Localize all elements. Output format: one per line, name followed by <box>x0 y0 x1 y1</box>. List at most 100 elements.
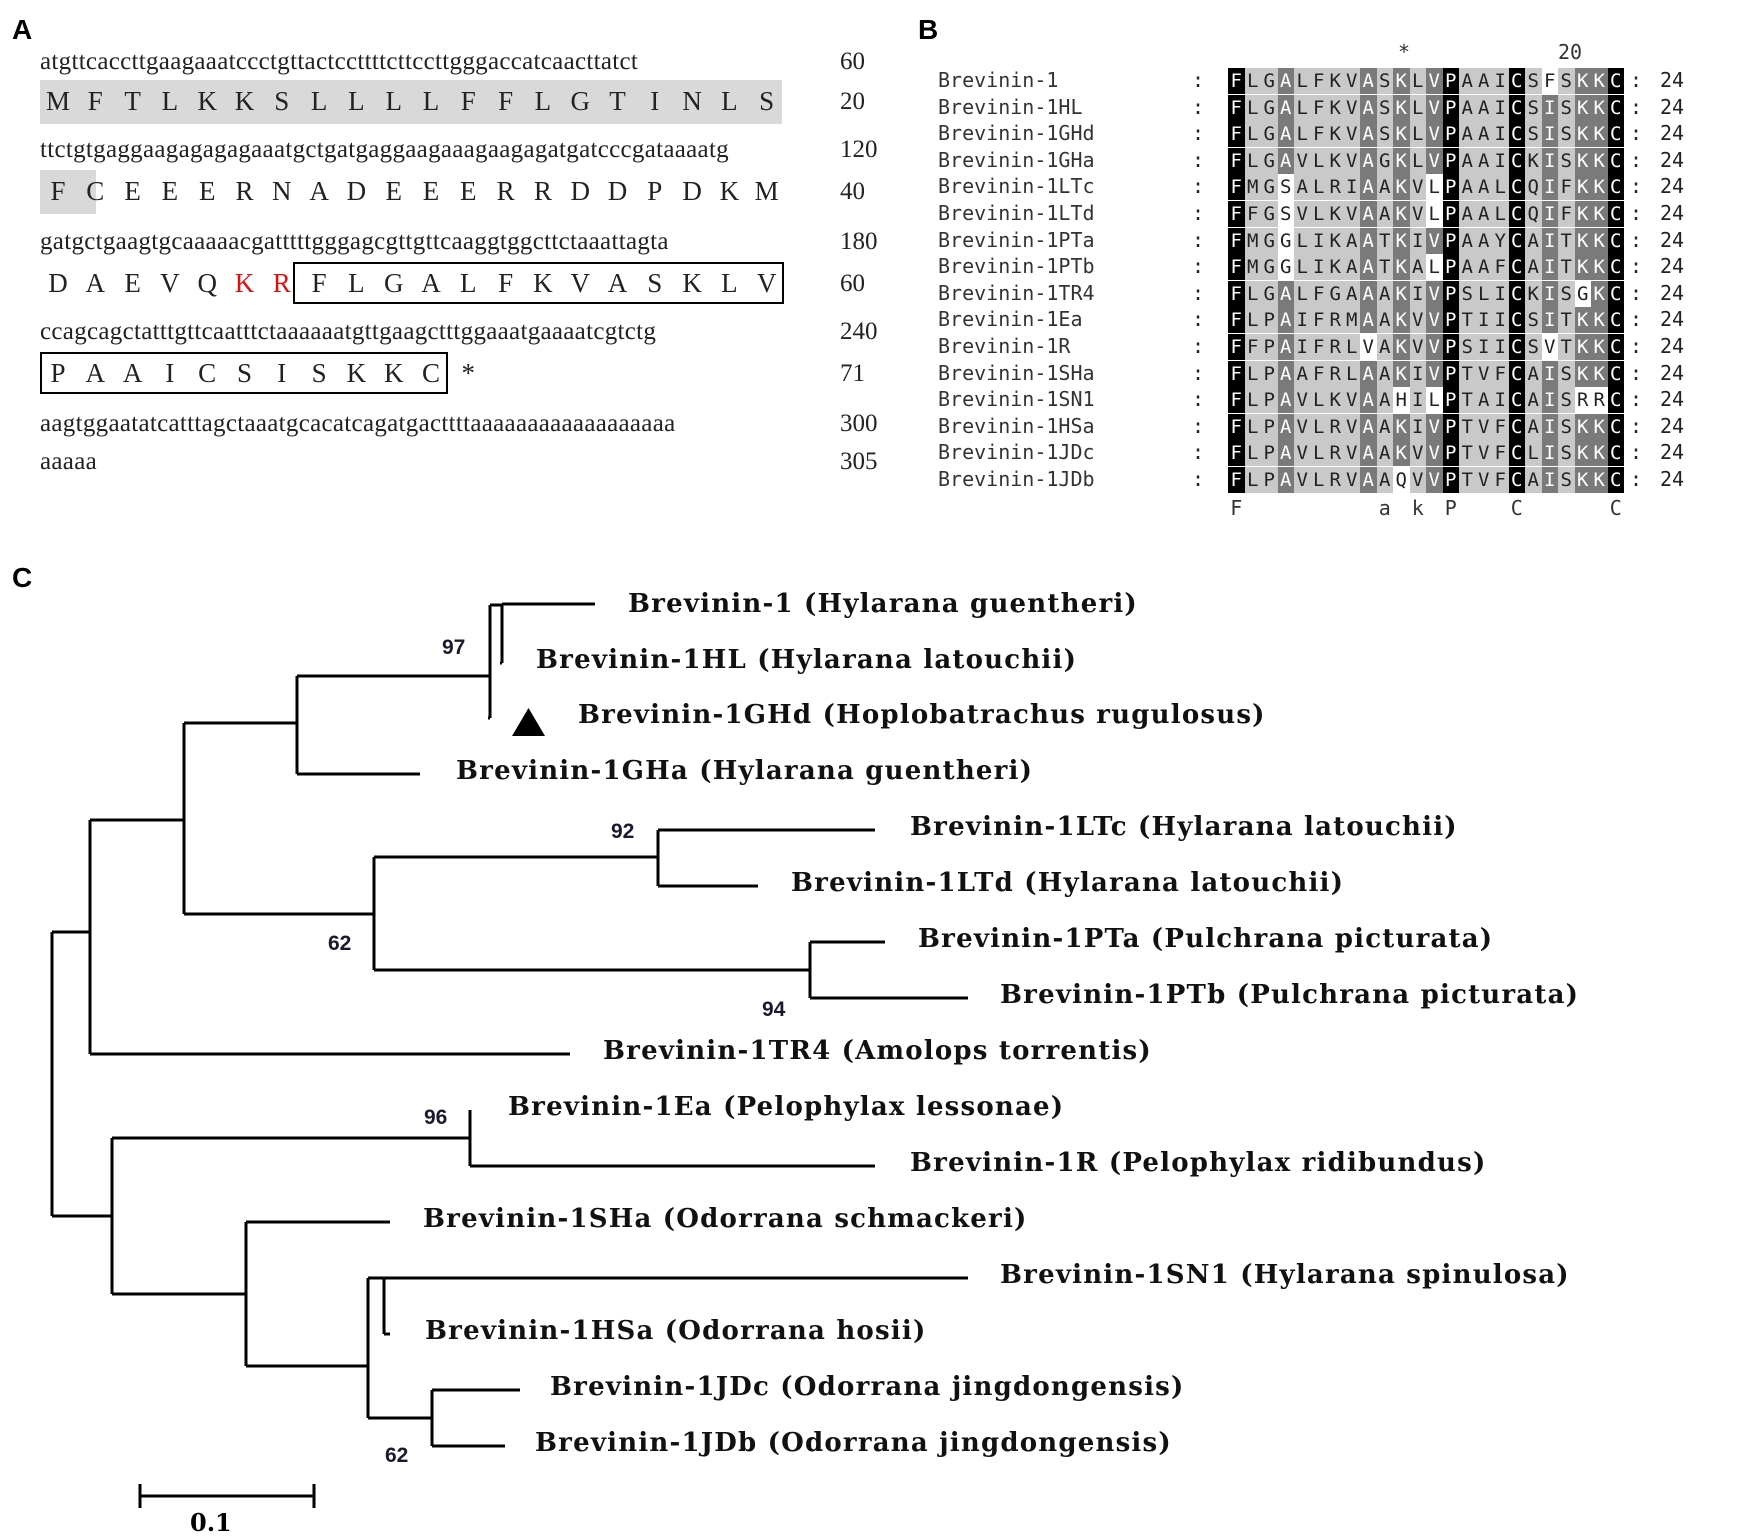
aligned-residue: V <box>1343 467 1360 493</box>
aligned-residue: S <box>1376 94 1393 121</box>
aligned-residue: T <box>1459 360 1476 387</box>
aligned-residue: A <box>1475 68 1492 94</box>
aligned-residue: F <box>1244 334 1261 360</box>
amino-acid-residue: L <box>460 268 477 298</box>
aligned-residue: P <box>1442 387 1459 414</box>
bootstrap-value: 92 <box>611 820 635 843</box>
sequence-length: 24 <box>1660 360 1685 385</box>
aligned-residue: K <box>1591 227 1608 254</box>
aligned-residue: R <box>1327 413 1344 440</box>
amino-acid-residue: V <box>160 268 180 298</box>
aligned-residue: C <box>1607 334 1624 360</box>
nucleotide-row: ccagcagctatttgttcaatttctaaaaaatgttgaagct… <box>40 310 900 354</box>
aligned-residue: V <box>1360 334 1377 360</box>
aligned-residue: A <box>1360 254 1377 281</box>
amino-acid-residue: P <box>647 176 663 206</box>
aligned-residue: T <box>1459 440 1476 467</box>
aligned-residue: C <box>1607 201 1624 227</box>
aligned-residue: R <box>1327 174 1344 201</box>
aligned-residue: A <box>1360 94 1377 121</box>
position-number: 305 <box>840 448 878 475</box>
amino-acid-residue: L <box>348 268 365 298</box>
sequence-name: Brevinin-1 <box>938 68 1059 92</box>
panel-a-sequence: atgttcaccttgaagaaatccctgttactccttttcttcc… <box>40 40 900 530</box>
aligned-residue: A <box>1525 467 1542 493</box>
sequence-length: 24 <box>1660 413 1685 438</box>
aligned-residue: V <box>1343 94 1360 121</box>
aligned-residue: I <box>1541 387 1558 414</box>
amino-acid-residue: K <box>533 268 553 298</box>
aligned-residue: V <box>1426 467 1443 493</box>
position-number: 71 <box>840 360 865 387</box>
signal-peptide-shade <box>40 170 96 214</box>
aligned-residue: A <box>1459 68 1476 94</box>
aligned-residue: V <box>1343 121 1360 148</box>
aligned-residue: S <box>1525 94 1542 121</box>
aligned-residue: C <box>1607 94 1624 121</box>
aligned-residue: A <box>1277 360 1294 387</box>
aligned-residue: L <box>1294 280 1311 307</box>
aligned-residue: L <box>1310 387 1327 414</box>
aligned-residue: S <box>1525 68 1542 94</box>
aligned-residue: A <box>1360 68 1377 94</box>
consensus-residue: a <box>1378 495 1391 520</box>
aligned-residue: K <box>1574 413 1591 440</box>
aligned-residue: P <box>1261 467 1278 493</box>
aligned-residue: G <box>1327 280 1344 307</box>
aligned-residue: K <box>1591 280 1608 307</box>
nucleotide-sequence: ccagcagctatttgttcaatttctaaaaaatgttgaagct… <box>40 318 657 345</box>
sequence-name: Brevinin-1LTd <box>938 201 1095 225</box>
aligned-residue: V <box>1409 440 1426 467</box>
aligned-residue: V <box>1426 94 1443 121</box>
aligned-residue: K <box>1393 254 1410 281</box>
aligned-residue: A <box>1343 227 1360 254</box>
aligned-residue: A <box>1376 413 1393 440</box>
aligned-residue: A <box>1376 360 1393 387</box>
aligned-residue: S <box>1558 94 1575 121</box>
aligned-residue: V <box>1343 413 1360 440</box>
tree-leaf-label: Brevinin-1 (Hylarana guentheri) <box>628 589 1138 619</box>
amino-acid-residue: S <box>236 358 253 388</box>
sequence-length: 24 <box>1660 121 1685 146</box>
aligned-residue: I <box>1294 307 1311 334</box>
aligned-residue: K <box>1591 467 1608 493</box>
aligned-residue: A <box>1360 174 1377 201</box>
aligned-residue: P <box>1442 227 1459 254</box>
aligned-residue: F <box>1492 413 1509 440</box>
amino-acid-residue: E <box>124 176 141 206</box>
aligned-residue: I <box>1492 334 1509 360</box>
aligned-residue: I <box>1409 360 1426 387</box>
aligned-residue: R <box>1574 387 1591 414</box>
aligned-residue: I <box>1492 307 1509 334</box>
separator: : <box>1630 360 1643 385</box>
amino-acid-residue: E <box>198 176 216 206</box>
sequence-length: 24 <box>1660 467 1685 491</box>
separator: : <box>1630 227 1643 252</box>
aligned-residue: K <box>1393 147 1410 174</box>
aligned-residue: A <box>1277 334 1294 360</box>
aligned-residue: G <box>1261 254 1278 281</box>
aligned-residue: I <box>1492 147 1509 174</box>
aligned-residue: Q <box>1393 467 1410 493</box>
aligned-residue: L <box>1244 360 1261 387</box>
aligned-residue: A <box>1360 467 1377 493</box>
aligned-residue: I <box>1409 227 1426 254</box>
aligned-residue: G <box>1261 147 1278 174</box>
aligned-residue: F <box>1558 201 1575 227</box>
aligned-residue: F <box>1228 254 1245 281</box>
aligned-residue: L <box>1244 94 1261 121</box>
aligned-residue: F <box>1228 94 1245 121</box>
aligned-residue: K <box>1574 121 1591 148</box>
aligned-residue: F <box>1558 174 1575 201</box>
aligned-residue: Y <box>1492 227 1509 254</box>
aligned-residue: I <box>1310 227 1327 254</box>
aligned-residue: F <box>1228 440 1245 467</box>
